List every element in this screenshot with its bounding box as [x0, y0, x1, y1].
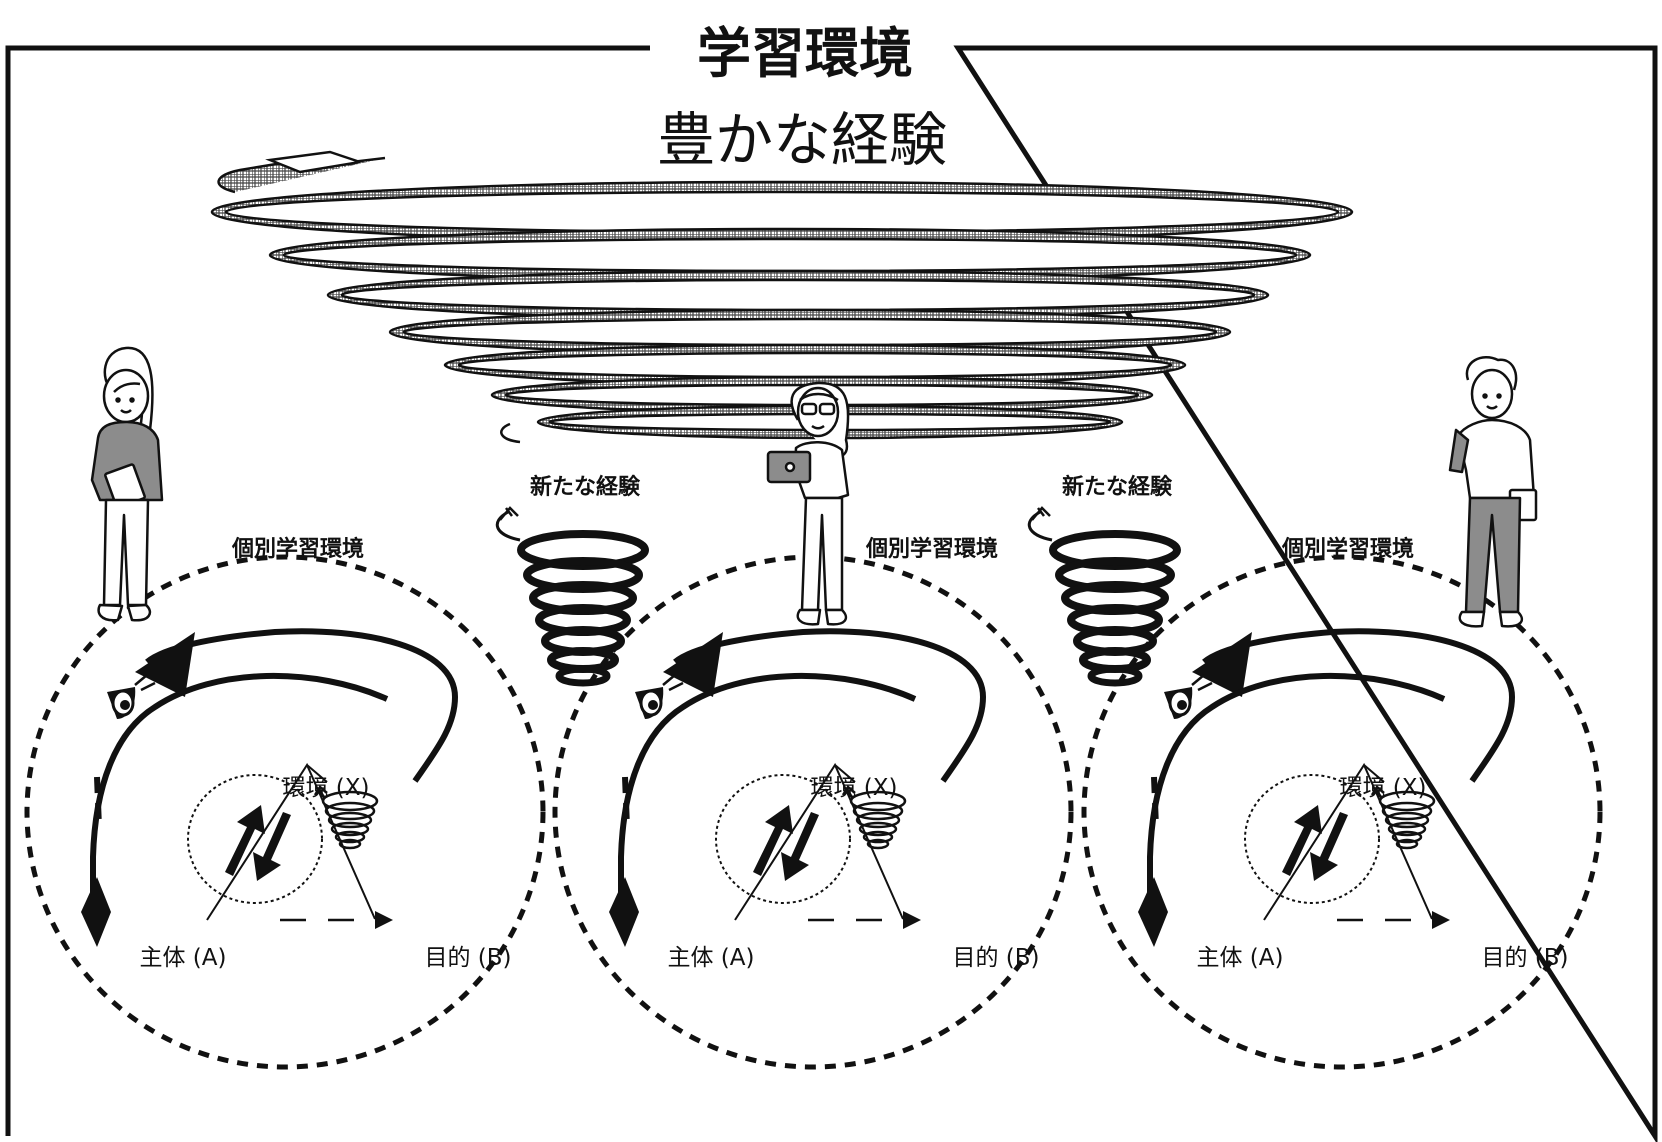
- student-figure-1: [90, 346, 164, 622]
- panel-3-subject-label: 主体 (A): [1197, 945, 1284, 971]
- panel-2-goal-label: 目的 (B): [952, 945, 1039, 971]
- large-experience-spiral: [210, 150, 1354, 444]
- panel-2-subject-label: 主体 (A): [668, 945, 755, 971]
- individual-panel-1: 個別学習環境 環境 (X) 主体 (A) 目的 (B): [27, 536, 543, 1067]
- panel-2-circle-label: 個別学習環境: [865, 536, 998, 562]
- page-title: 学習環境: [697, 22, 913, 85]
- panel-1-subject-label: 主体 (A): [140, 945, 227, 971]
- page-subtitle: 豊かな経験: [657, 106, 947, 174]
- panel-3-circle-label: 個別学習環境: [1281, 536, 1414, 562]
- student-figure-2: [766, 381, 850, 626]
- panel-1-environment-label: 環境 (X): [282, 775, 369, 801]
- outer-frame: [5, 45, 1658, 1142]
- panel-2-environment-label: 環境 (X): [810, 775, 897, 801]
- new-experience-label-2: 新たな経験: [1062, 474, 1173, 500]
- panel-1-circle-label: 個別学習環境: [231, 536, 364, 562]
- individual-panel-3: 個別学習環境 環境 (X) 主体 (A) 目的 (B): [1084, 536, 1600, 1067]
- mid-spiral-2: [1027, 506, 1181, 687]
- new-experience-label-1: 新たな経験: [530, 474, 641, 500]
- individual-panel-2: 個別学習環境 環境 (X) 主体 (A) 目的 (B): [555, 536, 1071, 1067]
- mid-spiral-1: [495, 506, 649, 687]
- panel-1-goal-label: 目的 (B): [424, 945, 511, 971]
- panel-3-goal-label: 目的 (B): [1481, 945, 1568, 971]
- student-figure-3: [1448, 355, 1538, 628]
- panel-3-environment-label: 環境 (X): [1339, 775, 1426, 801]
